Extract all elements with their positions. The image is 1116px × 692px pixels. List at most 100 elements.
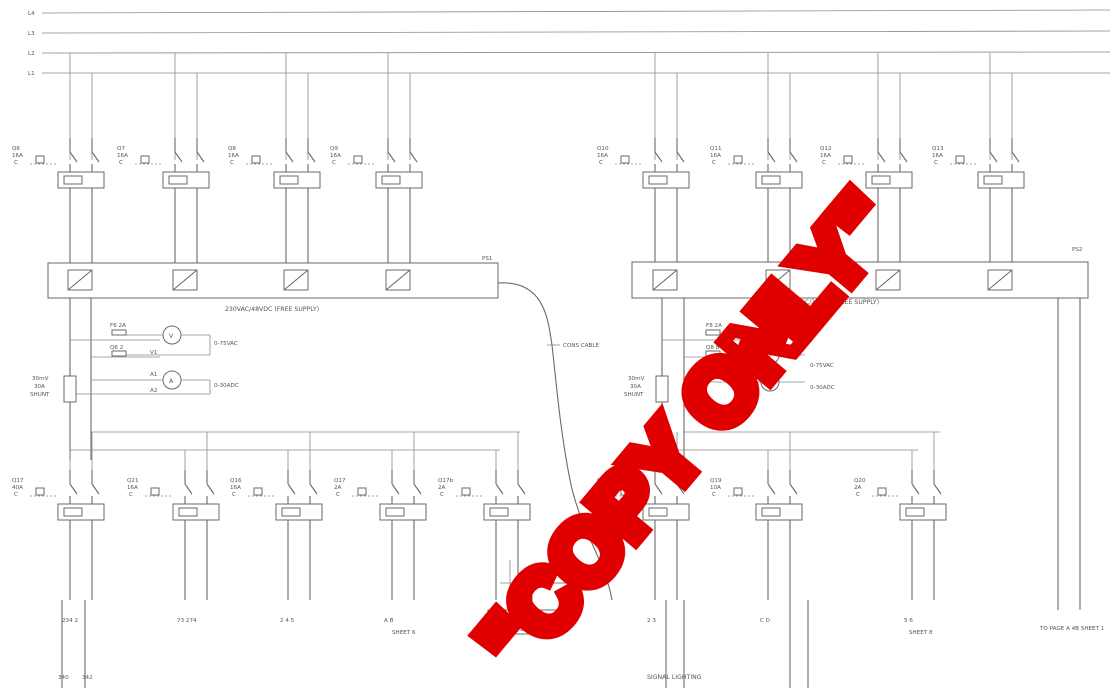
right-v-range: 0-75VAC bbox=[810, 363, 834, 369]
breaker-id: Q20 bbox=[854, 478, 866, 484]
breaker-type: C bbox=[440, 492, 444, 498]
breaker-id: Q7 bbox=[117, 146, 125, 152]
breaker-rating: 2A bbox=[854, 485, 862, 491]
supply-left-label: 230VAC/48VDC (FREE SUPPLY) bbox=[225, 306, 319, 313]
breaker-id: Q13 bbox=[932, 146, 944, 152]
breaker-id: Q9 bbox=[330, 146, 338, 152]
converter-icon bbox=[67, 269, 93, 291]
breaker-type: C bbox=[129, 492, 133, 498]
breaker-rating: 16A bbox=[12, 153, 23, 159]
converter-icon bbox=[652, 269, 678, 291]
breaker-type: C bbox=[934, 160, 938, 166]
breaker-rating: 16A bbox=[127, 485, 138, 491]
ammeter-left-glyph: A bbox=[169, 378, 174, 385]
breaker-id: Q21 bbox=[127, 478, 139, 484]
left-wire-c: V1 bbox=[150, 350, 158, 356]
converter-icon bbox=[172, 269, 198, 291]
converter-icon bbox=[765, 269, 791, 291]
breaker-rating: 2A bbox=[438, 485, 446, 491]
breaker-id: Q17 bbox=[12, 478, 24, 484]
signal-lighting-label: SIGNAL LIGHTING bbox=[647, 674, 702, 681]
bottom-wire-342: 342 bbox=[82, 675, 93, 681]
ps-left-tag: PS1 bbox=[482, 256, 493, 262]
terminal-label: 2 4 6 bbox=[488, 618, 503, 624]
terminal-label: 234 2 bbox=[62, 618, 78, 624]
breaker-rating: 2A bbox=[334, 485, 342, 491]
breaker-id: Q10 bbox=[597, 146, 609, 152]
bus-label-l1: L1 bbox=[28, 71, 35, 77]
left-shunt-2: 30A bbox=[34, 384, 45, 390]
left-meter-section: F6 2A Q6 2 V A 0-75VAC 0-30ADC A1 A2 V1 … bbox=[30, 298, 520, 460]
breaker-type: C bbox=[336, 492, 340, 498]
breaker-rating: 16A bbox=[117, 153, 128, 159]
breaker-id: Q17 bbox=[334, 478, 346, 484]
breaker-id: Q16 bbox=[230, 478, 242, 484]
breaker-type: C bbox=[856, 492, 860, 498]
bus-label-l3: L3 bbox=[28, 31, 35, 37]
power-supply-left: 230VAC/48VDC (FREE SUPPLY) PS1 bbox=[47, 256, 499, 313]
breaker-rating: 16A bbox=[230, 485, 241, 491]
right-fuse-v2: Q8 8 bbox=[706, 345, 720, 351]
converter-icon bbox=[385, 269, 411, 291]
sheet-references: SHEET 6 SHEET 8 TO PAGE A 4B SHEET 1 340… bbox=[58, 626, 1105, 681]
voltmeter-left-glyph: V bbox=[169, 333, 174, 340]
breaker-type: C bbox=[14, 492, 18, 498]
breaker-rating: 16A bbox=[932, 153, 943, 159]
terminal-label: 5 6 bbox=[904, 618, 913, 624]
right-meter-section: F8 2A Q8 8 V A 0-75VAC 0-30ADC A1 A2 V1 … bbox=[624, 298, 1081, 610]
breaker-type: C bbox=[14, 160, 18, 166]
breaker-type: C bbox=[712, 492, 716, 498]
breaker-rating: 16A bbox=[597, 485, 608, 491]
left-v-range: 0-75VAC bbox=[214, 341, 238, 347]
left-wire-a: A1 bbox=[150, 372, 158, 378]
breaker-id: Q17b bbox=[438, 478, 454, 484]
right-wire-a: A1 bbox=[744, 372, 752, 378]
breaker-type: C bbox=[822, 160, 826, 166]
breaker-id: Q18 bbox=[597, 478, 609, 484]
bottom-breaker-row: Q1740ACQ2116ACQ1616ACQ172ACQ17b2ACQ1816A… bbox=[12, 432, 947, 688]
breaker-id: Q11 bbox=[710, 146, 722, 152]
breaker-rating: 40A bbox=[12, 485, 23, 491]
left-a-range: 0-30ADC bbox=[214, 383, 239, 389]
breaker-rating: 10A bbox=[710, 485, 721, 491]
right-shunt-1: 30mV bbox=[628, 376, 645, 382]
breaker-type: C bbox=[599, 160, 603, 166]
terminal-label: 2 3 bbox=[647, 618, 656, 624]
left-fuse-v2: Q6 2 bbox=[110, 345, 123, 351]
cons-cable: CONS CABLE bbox=[497, 282, 613, 601]
voltmeter-right-glyph: V bbox=[767, 353, 772, 360]
bus-label-l4: L4 bbox=[28, 11, 35, 17]
copy-only-watermark: "COPY ONLY" bbox=[452, 166, 922, 692]
left-fuse-v: F6 2A bbox=[110, 323, 126, 329]
supply-right-label: 230VAC/24VDC (FREE SUPPLY) bbox=[785, 299, 879, 306]
breaker-type: C bbox=[712, 160, 716, 166]
breaker-type: C bbox=[332, 160, 336, 166]
left-shunt-1: 30mV bbox=[32, 376, 49, 382]
sheet-ref-8: SHEET 8 bbox=[909, 630, 933, 636]
breaker-type: C bbox=[230, 160, 234, 166]
breaker-rating: 16A bbox=[597, 153, 608, 159]
control-box-label: WARNING LIGHT bbox=[491, 627, 537, 633]
breaker-rating: 16A bbox=[228, 153, 239, 159]
terminal-label: 73 274 bbox=[177, 618, 197, 624]
terminal-label: 2 4 5 bbox=[280, 618, 295, 624]
right-shunt-3: SHUNT bbox=[624, 392, 644, 398]
breaker-rating: 16A bbox=[710, 153, 721, 159]
converter-icon bbox=[875, 269, 901, 291]
